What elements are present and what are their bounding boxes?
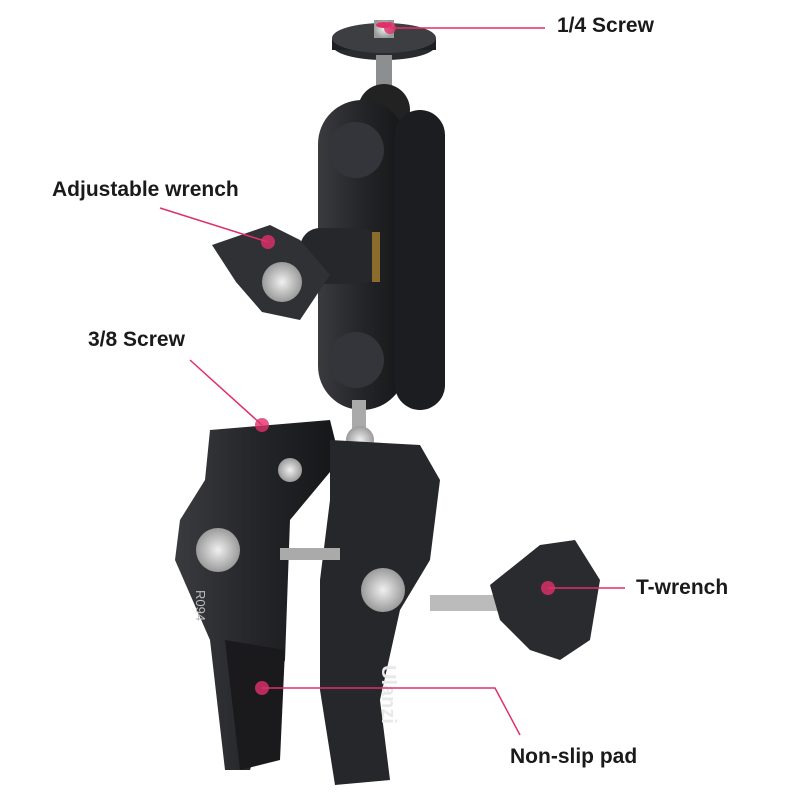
callout-t-wrench: T-wrench [636, 576, 729, 599]
brand-logo: Ulanzi [377, 665, 399, 724]
model-marking: R094 [193, 590, 208, 621]
callout-quarter-screw: 1/4 Screw [557, 14, 654, 37]
callout-three-eighths-screw: 3/8 Screw [88, 328, 185, 351]
callout-non-slip-pad: Non-slip pad [510, 745, 638, 768]
adjustable-wrench [212, 225, 380, 320]
clamp [175, 420, 600, 785]
callout-dots [255, 22, 555, 695]
callout-adjustable-wrench: Adjustable wrench [52, 178, 239, 201]
callout-lines [159, 27, 625, 736]
